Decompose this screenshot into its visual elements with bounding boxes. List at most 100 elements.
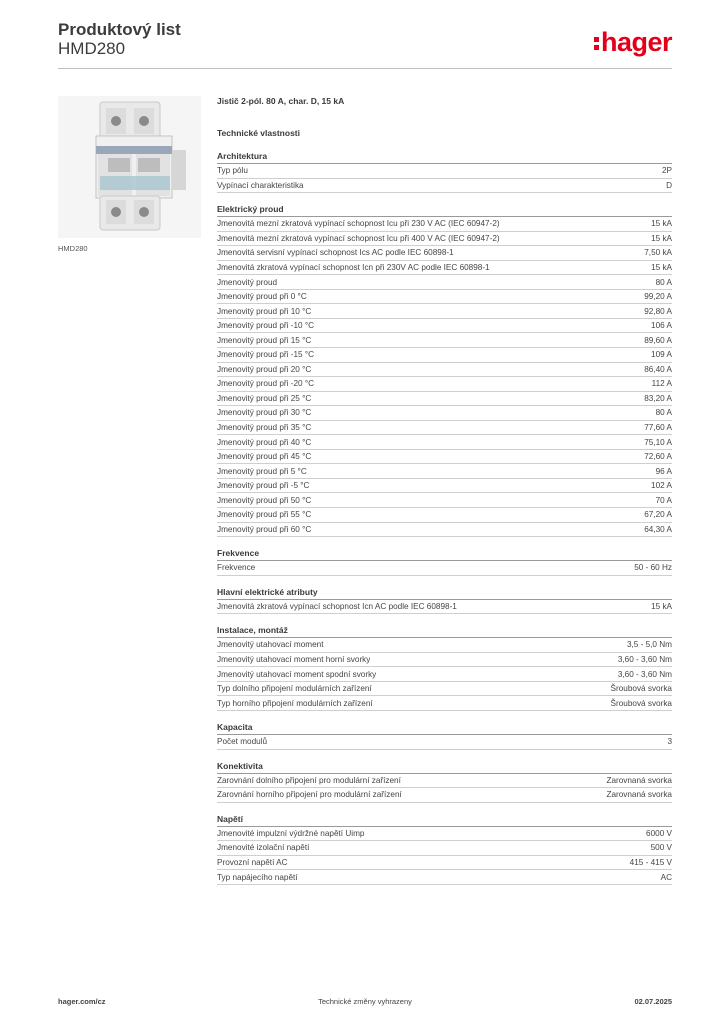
spec-label: Jmenovitý proud při 50 °C	[217, 495, 312, 505]
section-title: Elektrický proud	[217, 204, 672, 218]
footer-website: hager.com/cz	[58, 997, 106, 1006]
spec-row: Zarovnání dolního připojení pro modulárn…	[217, 774, 672, 789]
spec-row: Jmenovitý proud při 20 °C 86,40 A	[217, 363, 672, 378]
spec-value: 3	[667, 737, 672, 747]
spec-row: Jmenovitá mezní zkratová vypínací schopn…	[217, 217, 672, 232]
spec-label: Jmenovitý proud při 55 °C	[217, 510, 312, 520]
spec-row: Jmenovitá mezní zkratová vypínací schopn…	[217, 232, 672, 247]
spec-value: 99,20 A	[644, 292, 672, 302]
spec-value: 75,10 A	[644, 437, 672, 447]
spec-label: Jmenovitý proud při 15 °C	[217, 335, 312, 345]
spec-value: 70 A	[655, 495, 672, 505]
spec-label: Jmenovitá zkratová vypínací schopnost Ic…	[217, 601, 457, 611]
section-title: Instalace, montáž	[217, 625, 672, 639]
spec-label: Jmenovitý proud při 40 °C	[217, 437, 312, 447]
spec-value: 3,5 - 5,0 Nm	[626, 640, 672, 650]
section-title: Napětí	[217, 814, 672, 827]
spec-value: AC	[660, 872, 672, 882]
section-title: Hlavní elektrické atributy	[217, 587, 672, 600]
spec-label: Frekvence	[217, 563, 256, 573]
spec-value: 72,60 A	[644, 452, 672, 462]
spec-row: Vypínací charakteristika D	[217, 179, 672, 194]
spec-row: Jmenovitý proud při 40 °C 75,10 A	[217, 435, 672, 450]
spec-label: Typ pólu	[217, 166, 248, 176]
spec-value: 15 kA	[651, 219, 672, 229]
spec-value: 109 A	[651, 350, 672, 360]
spec-label: Jmenovitý proud při -15 °C	[217, 350, 315, 360]
spec-value: 500 V	[650, 843, 672, 853]
spec-value: 15 kA	[651, 233, 672, 243]
spec-value: Zarovnaná svorka	[606, 790, 672, 800]
spec-value: 80 A	[655, 408, 672, 418]
spec-label: Jmenovitá zkratová vypínací schopnost Ic…	[217, 263, 490, 272]
footer-notice: Technické změny vyhrazeny	[318, 997, 412, 1006]
spec-row: Jmenovitý proud při 15 °C 89,60 A	[217, 333, 672, 349]
product-code: HMD280	[58, 39, 126, 58]
spec-row: Zarovnání horního připojení pro modulárn…	[217, 788, 672, 803]
spec-row: Jmenovitý proud při 50 °C 70 A	[217, 493, 672, 509]
spec-value: 3,60 - 3,60 Nm	[617, 669, 672, 679]
section-title: Konektivita	[217, 761, 672, 774]
spec-row: Jmenovitý proud při 25 °C 83,20 A	[217, 392, 672, 407]
spec-value: Šroubová svorka	[610, 698, 672, 708]
spec-row: Jmenovitý proud při 10 °C 92,80 A	[217, 304, 672, 319]
spec-label: Jmenovitý proud	[217, 277, 278, 287]
spec-value: 92,80 A	[644, 306, 672, 316]
spec-label: Jmenovitý proud při 25 °C	[217, 393, 312, 403]
spec-label: Jmenovitý proud při 30 °C	[217, 408, 312, 418]
logo-text: hager	[600, 26, 673, 57]
spec-content: Jistič 2-pól. 80 A, char. D, 15 kA Techn…	[217, 96, 672, 885]
spec-value: 15 kA	[651, 601, 672, 611]
spec-label: Zarovnání dolního připojení pro modulárn…	[217, 775, 401, 785]
spec-value: 67,20 A	[644, 510, 672, 520]
spec-value: Zarovnaná svorka	[606, 775, 672, 785]
spec-row: Typ dolního připojení modulárních zaříze…	[217, 682, 672, 697]
spec-label: Jmenovitý proud při 35 °C	[217, 423, 312, 433]
logo-dots-icon	[593, 36, 599, 50]
spec-row: Jmenovitý proud při 30 °C 80 A	[217, 406, 672, 421]
spec-label: Jmenovitá mezní zkratová vypínací schopn…	[217, 233, 500, 243]
section-title: Kapacita	[217, 722, 672, 735]
spec-value: 415 - 415 V	[629, 857, 672, 867]
spec-value: 2P	[661, 166, 672, 176]
spec-label: Jmenovitý proud při 5 °C	[217, 466, 307, 476]
spec-label: Jmenovitý proud při 20 °C	[217, 364, 312, 374]
spec-label: Jmenovitý proud při 10 °C	[217, 306, 312, 316]
spec-value: 7,50 kA	[644, 248, 672, 258]
spec-value: 86,40 A	[644, 364, 672, 374]
image-caption: HMD280	[58, 244, 88, 253]
spec-label: Vypínací charakteristika	[217, 180, 304, 190]
spec-label: Jmenovitý utahovací moment spodní svorky	[217, 669, 377, 679]
spec-value: 102 A	[651, 481, 672, 491]
spec-label: Jmenovitý proud při 45 °C	[217, 452, 312, 462]
header-divider	[58, 68, 672, 69]
spec-value: 112 A	[651, 379, 672, 389]
spec-value: 83,20 A	[644, 393, 672, 403]
spec-row: Jmenovitá zkratová vypínací schopnost Ic…	[217, 600, 672, 615]
spec-value: Šroubová svorka	[610, 684, 672, 694]
spec-value: D	[666, 180, 672, 190]
spec-label: Jmenovité izolační napětí	[217, 843, 310, 853]
spec-value: 106 A	[651, 321, 672, 331]
spec-label: Jmenovitý utahovací moment	[217, 640, 324, 650]
circuit-breaker-illustration	[58, 96, 201, 238]
spec-value: 89,60 A	[644, 335, 672, 345]
spec-value: 77,60 A	[644, 423, 672, 433]
